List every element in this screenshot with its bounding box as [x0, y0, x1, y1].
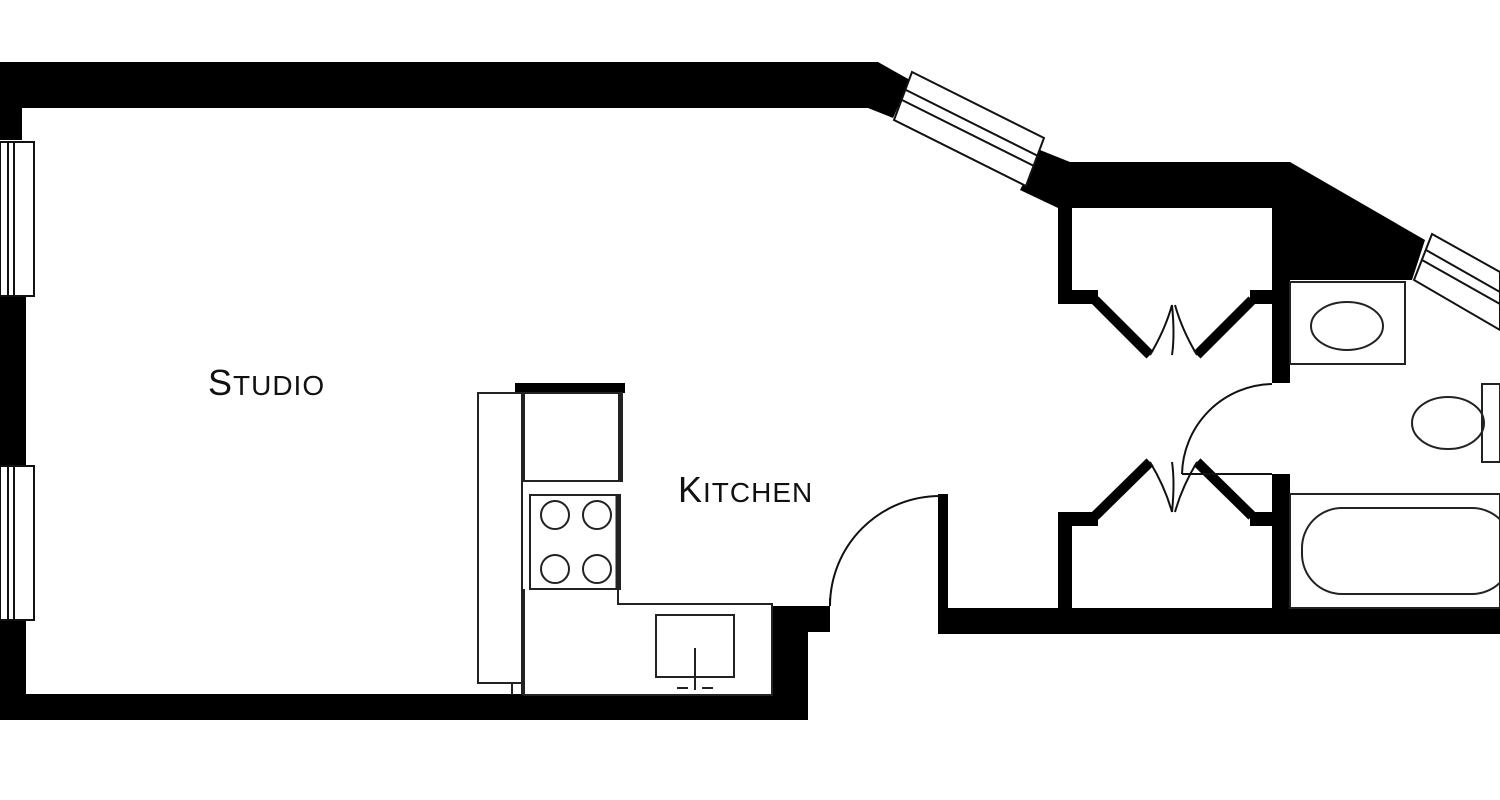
- closet-lower-door-right: [1174, 461, 1198, 513]
- closet-diagonals: [1091, 296, 1256, 520]
- closet-upper-door-right: [1174, 304, 1198, 356]
- closet-lower-left-diagonal: [1091, 458, 1154, 520]
- wall-bottom-right: [944, 608, 1500, 634]
- stove: [529, 494, 621, 590]
- toilet-tank: [1481, 383, 1500, 463]
- burner-icon: [540, 500, 570, 530]
- toilet-icon: [1411, 396, 1485, 450]
- burner-icon: [540, 554, 570, 584]
- kitchen-counter-bottom: [523, 589, 773, 696]
- wall-entry-jamb: [938, 494, 948, 634]
- window-diagonal-upper: [892, 70, 1046, 188]
- burner-icon: [582, 554, 612, 584]
- kitchen-fixtures: [477, 392, 773, 696]
- doors: [829, 304, 1273, 607]
- burner-icon: [582, 500, 612, 530]
- wall-top: [0, 62, 910, 140]
- room-label-kitchen: KITCHEN: [678, 469, 813, 510]
- closet-lower-right-diagonal: [1193, 458, 1256, 520]
- bathroom-door-swing: [1181, 383, 1273, 475]
- bathtub-basin: [1301, 507, 1500, 595]
- kitchen-counter-left: [477, 392, 523, 684]
- wall-closet-upper-left-stub: [1058, 290, 1098, 304]
- entry-door-swing: [829, 495, 941, 607]
- wall-closet-lower-right-stub: [1250, 512, 1290, 526]
- room-label-studio: STUDIO: [208, 362, 325, 403]
- bathtub: [1289, 493, 1500, 609]
- bathroom-sink-icon: [1310, 301, 1384, 351]
- walls: [0, 62, 1500, 720]
- closet-lower-door-left: [1149, 461, 1173, 513]
- wall-kitchen-header: [515, 383, 625, 393]
- bathroom-vanity: [1289, 281, 1406, 365]
- wall-bottom-stub: [772, 606, 830, 632]
- wall-left-upper: [0, 295, 26, 467]
- window-left-lower: [0, 465, 35, 621]
- wall-bath-divider-lower: [1272, 474, 1290, 614]
- wall-closet-lower-left: [1058, 512, 1072, 614]
- refrigerator: [523, 392, 623, 482]
- wall-mid-top: [1020, 150, 1425, 300]
- closet-upper-left-diagonal: [1091, 296, 1154, 359]
- bathroom-fixtures: [1289, 281, 1500, 609]
- closet-lower-door-left-b: [1171, 461, 1175, 513]
- wall-bath-divider-upper: [1272, 208, 1290, 383]
- windows: [0, 70, 1500, 621]
- wall-closet-upper-left: [1058, 208, 1072, 304]
- wall-closet-lower-left-stub: [1058, 512, 1098, 526]
- window-diagonal-right: [1412, 232, 1500, 332]
- closet-upper-door-left-b: [1171, 304, 1175, 356]
- wall-bottom: [0, 694, 808, 720]
- closet-upper-right-diagonal: [1193, 296, 1256, 359]
- closet-upper-door-left: [1149, 304, 1173, 356]
- window-left-upper: [0, 141, 35, 297]
